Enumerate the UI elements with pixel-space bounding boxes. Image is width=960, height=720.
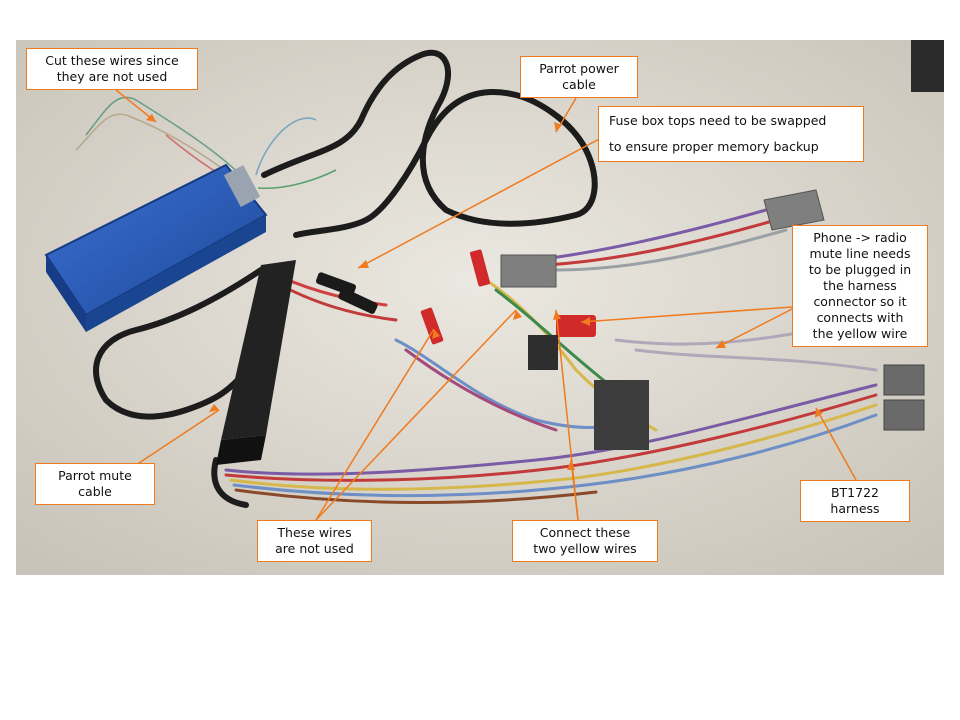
fuse-holders (315, 272, 378, 314)
arrow-heads (146, 114, 823, 470)
callout-arrows (115, 89, 857, 521)
harness-connectors (500, 189, 925, 450)
parrot-mute-cable-box (216, 260, 296, 465)
dark-object (911, 40, 944, 92)
callout-phone-radio-mute-line: Phone -> radio mute line needs to be plu… (792, 225, 928, 347)
parrot-power-cable (93, 49, 598, 508)
red-wire-connectors (420, 249, 596, 345)
blue-interface-module (44, 163, 268, 332)
